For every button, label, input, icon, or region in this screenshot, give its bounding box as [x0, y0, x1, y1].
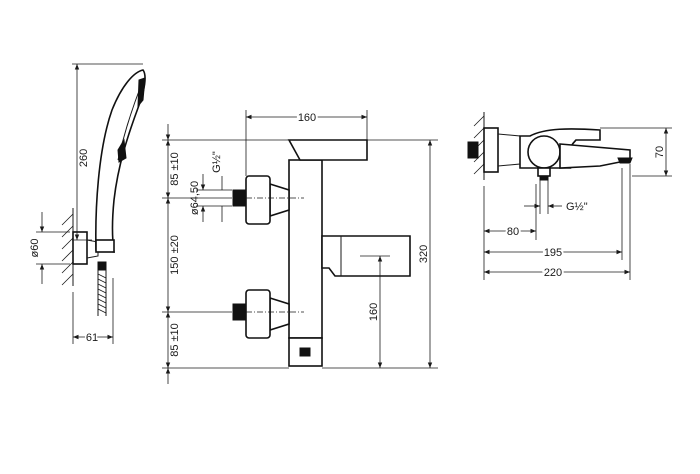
lower-eccentric	[232, 289, 290, 339]
hand-shower-view: 260 ø60 61	[29, 63, 146, 346]
side-wall-plate	[483, 127, 499, 173]
spout-height-dim: 160	[368, 303, 380, 321]
mixer-side-view: 70 G½" 80 195 220	[467, 112, 672, 281]
mixer-body	[288, 159, 323, 339]
eccentric-diameter-dim: ø64,50	[189, 181, 201, 215]
wall-hatch-left	[61, 208, 74, 286]
shower-wall-bracket	[72, 231, 88, 265]
side-depth-80-dim: 80	[507, 226, 519, 238]
diverter-knob	[288, 337, 323, 367]
shower-hose	[97, 270, 107, 316]
side-spout	[559, 143, 631, 169]
bottom-offset-dim: 85 ±10	[169, 323, 181, 357]
upper-eccentric	[232, 175, 290, 225]
hand-shower-depth-dim: 61	[86, 332, 98, 344]
side-thread-dim: G½"	[566, 201, 588, 213]
side-depth-195-dim: 195	[544, 247, 562, 259]
side-depth-220-dim: 220	[544, 267, 562, 279]
wall-diameter-dim: ø60	[29, 239, 41, 258]
mixer-front-view: 160 85 ±10 150 ±20 85 ±10 ø64,50 G½" 320…	[162, 110, 438, 384]
front-width-dim: 160	[298, 112, 316, 124]
top-offset-dim: 85 ±10	[169, 152, 181, 186]
center-distance-dim: 150 ±20	[169, 235, 181, 275]
front-thread-dim: G½"	[211, 151, 223, 173]
hand-shower-height-dim: 260	[78, 149, 90, 167]
front-height-dim: 320	[418, 245, 430, 263]
side-height-dim: 70	[654, 146, 666, 158]
temperature-handle	[287, 139, 368, 161]
